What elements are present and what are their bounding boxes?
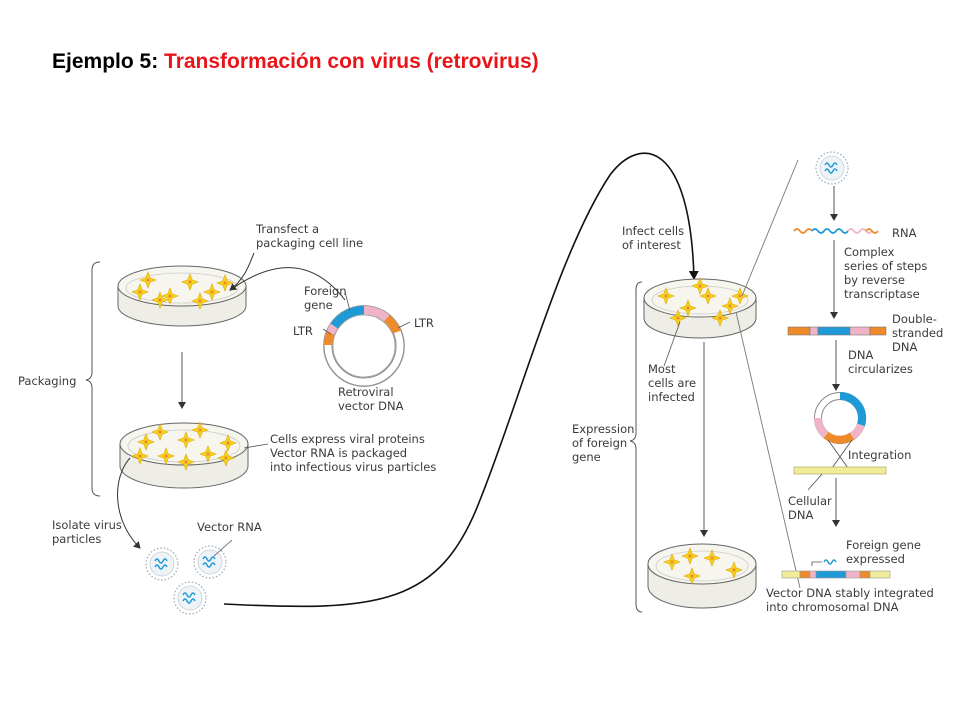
infection-path [223,152,699,608]
label-transfect: Transfect a packaging cell line [256,222,364,250]
label-dna-circularizes: DNA circularizes [848,348,913,376]
label-vector-dna-integrated: Vector DNA stably integrated into chromo… [766,586,934,614]
packaging-bracket [85,261,101,497]
label-ltr-right: LTR [414,316,434,330]
label-vector-rna: Vector RNA [197,520,262,534]
label-foreign-gene-expressed: Foreign gene expressed [846,538,921,566]
label-infect-cells: Infect cells of interest [622,224,685,252]
circular-dna [813,391,867,444]
double-stranded-dna [787,326,887,336]
retroviral-vector-plasmid [323,305,405,387]
title-highlight: Transformación con virus (retrovirus) [164,50,539,73]
virus-detail [815,151,849,185]
infected-dish-bottom [647,543,757,609]
cellular-dna-bar [793,466,887,475]
label-ltr-left: LTR [293,324,313,338]
label-expression: Expression of foreign gene [572,422,635,464]
label-double-stranded: Double- stranded DNA [892,312,944,354]
label-cells-express: Cells express viral proteins Vector RNA … [270,432,437,474]
title-prefix: Ejemplo 5: [52,50,165,73]
packaging-dish-top [117,265,247,327]
expression-bracket [629,281,643,613]
label-retroviral-vector: Retroviral vector DNA [338,385,404,413]
label-complex-steps: Complex series of steps by reverse trans… [844,245,928,301]
label-foreign-gene: Foreign gene [304,284,347,312]
virus-particles [145,545,227,615]
label-rna: RNA [892,226,917,240]
infected-dish-top [643,277,757,339]
label-most-cells: Most cells are infected [648,362,697,404]
packaging-dish-bottom [119,421,249,489]
label-isolate: Isolate virus particles [52,518,122,546]
label-cellular-dna: Cellular DNA [788,494,832,522]
label-packaging: Packaging [18,374,77,388]
slide-title: Ejemplo 5: Transformación con virus (ret… [52,50,539,74]
label-integration: Integration [848,448,912,462]
integrated-dna [781,559,891,579]
rna-strand [793,228,813,234]
